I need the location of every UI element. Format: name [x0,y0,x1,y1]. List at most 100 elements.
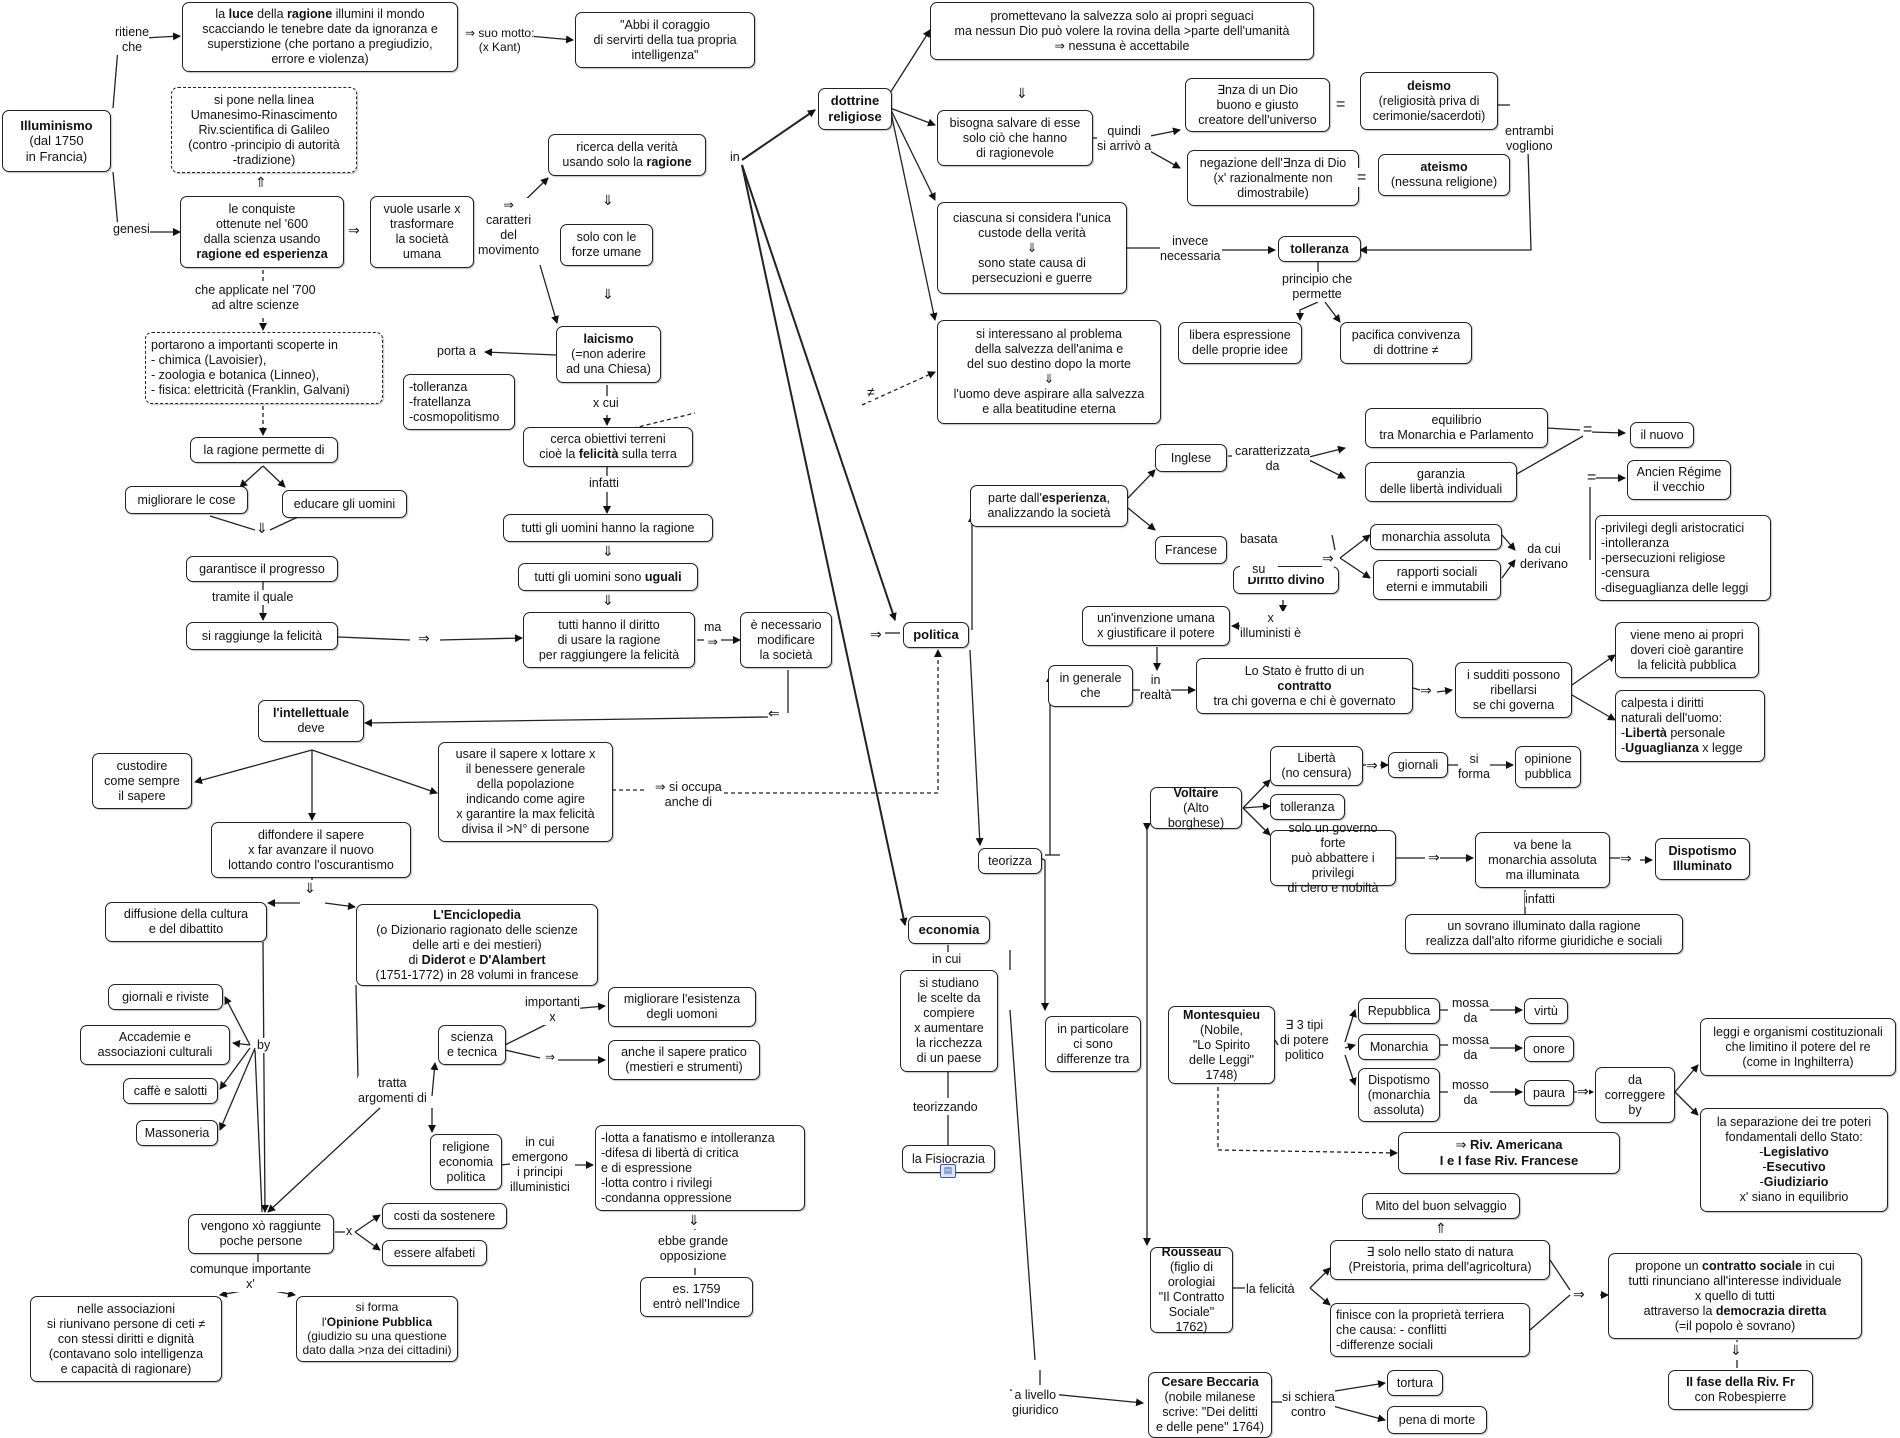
node-accademie[interactable]: Accademie e associazioni culturali [80,1025,230,1065]
node-inglese[interactable]: Inglese [1155,444,1227,472]
node-salvezza-anima[interactable]: si interessano al problema della salvezz… [937,320,1161,424]
node-diffusione-cultura[interactable]: diffusione della cultura e del dibattito [105,902,267,942]
node-libera-espressione[interactable]: libera espressione delle proprie idee [1178,322,1302,364]
node-raggiunge-felicita[interactable]: si raggiunge la felicità [186,622,338,650]
node-privilegi[interactable]: -privilegi degli aristocratici -intoller… [1595,515,1771,601]
node-abbi-coraggio[interactable]: "Abbi il coraggio di servirti della tua … [575,12,755,68]
node-francese[interactable]: Francese [1155,536,1227,564]
node-indice-1759[interactable]: es. 1759 entrò nell'Indice [640,1277,753,1317]
node-dottrine-religiose[interactable]: dottrine religiose [818,88,892,130]
node-migliorare-esistenza[interactable]: migliorare l'esistenza degli uomoni [608,987,756,1027]
node-deismo[interactable]: deismo (religiosità priva di cerimonie/s… [1360,72,1498,130]
node-ancien-regime[interactable]: Ancien Régime il vecchio [1627,460,1731,500]
node-tolleranza-v[interactable]: tolleranza [1270,794,1345,820]
node-teorizza[interactable]: teorizza [978,848,1042,874]
node-caffe-salotti[interactable]: caffè e salotti [123,1078,218,1104]
node-linea-umanesimo[interactable]: si pone nella linea Umanesimo-Rinascimen… [171,87,357,173]
document-icon[interactable]: ▤ [940,1164,956,1178]
node-alfabeti[interactable]: essere alfabeti [382,1240,487,1266]
node-felicita-terra[interactable]: cerca obiettivi terreni cioè la felicità… [523,427,693,467]
node-equilibrio[interactable]: equilibrio tra Monarchia e Parlamento [1365,408,1548,448]
node-migliorare-cose[interactable]: migliorare le cose [125,486,248,514]
node-invenzione-umana[interactable]: un'invenzione umana x giustificare il po… [1082,606,1230,646]
node-tolleranza-fratellanza[interactable]: -tolleranza -fratellanza -cosmopolitismo [403,374,515,430]
node-tortura[interactable]: tortura [1387,1370,1443,1396]
node-riv-americana[interactable]: ⇒ Riv. Americana I e I fase Riv. Frances… [1398,1132,1620,1174]
node-poche-persone[interactable]: vengono xò raggiunte poche persone [188,1214,334,1254]
node-virtu[interactable]: virtù [1524,998,1568,1024]
node-economia[interactable]: economia [908,916,990,944]
node-politica[interactable]: politica [903,622,969,648]
node-monarchia-illuminata[interactable]: va bene la monarchia assoluta ma illumin… [1475,832,1610,888]
node-si-studiano[interactable]: si studiano le scelte da compiere x aume… [900,970,998,1072]
node-onore[interactable]: onore [1524,1036,1574,1062]
node-luce-ragione[interactable]: la luce della ragione illumini il mondo … [182,2,458,72]
node-rapporti-sociali[interactable]: rapporti sociali eterni e immutabili [1373,560,1501,600]
node-separazione-poteri[interactable]: la separazione dei tre poteri fondamenta… [1700,1108,1888,1212]
node-intellettuale[interactable]: l'intellettuale deve [258,700,364,742]
node-buon-selvaggio[interactable]: Mito del buon selvaggio [1362,1193,1520,1219]
node-promettevano[interactable]: promettevano la salvezza solo ai propri … [930,2,1314,60]
node-rousseau[interactable]: Rousseau (figlio di orologiai "Il Contra… [1150,1245,1233,1334]
node-contratto-sociale[interactable]: propone un contratto sociale in cui tutt… [1608,1253,1862,1339]
node-esistenza-dio[interactable]: ∃nza di un Dio buono e giusto creatore d… [1185,78,1330,132]
node-ricerca-verita[interactable]: ricerca della verità usando solo la ragi… [548,134,706,176]
node-usare-sapere[interactable]: usare il sapere x lottare x il benessere… [438,742,613,842]
node-monarchia[interactable]: Monarchia [1358,1034,1440,1060]
node-liberta-censura[interactable]: Libertà (no censura) [1270,746,1363,786]
node-associazioni-ceti[interactable]: nelle associazioni si riunivano persone … [30,1296,222,1382]
node-ragione-permette[interactable]: la ragione permette di [190,437,338,463]
node-giornali[interactable]: giornali [1388,752,1448,778]
node-stato-natura[interactable]: ∃ solo nello stato di natura (Preistoria… [1330,1240,1550,1280]
node-laicismo[interactable]: laicismo (=non aderire ad una Chiesa) [556,326,661,383]
node-leggi-organismi[interactable]: leggi e organismi costituzionali che lim… [1700,1018,1896,1076]
node-proprieta-terriera[interactable]: finisce con la proprietà terriera che ca… [1330,1303,1530,1357]
node-viene-meno[interactable]: viene meno ai propri doveri cioè garanti… [1615,622,1759,678]
node-ii-fase-riv[interactable]: II fase della Riv. Fr con Robespierre [1668,1370,1813,1410]
node-parte-esperienza[interactable]: parte dall'esperienza, analizzando la so… [970,485,1128,527]
node-enciclopedia[interactable]: L'Enciclopedia (o Dizionario ragionato d… [356,904,598,986]
node-costi[interactable]: costi da sostenere [382,1203,507,1229]
node-stato-contratto[interactable]: Lo Stato è frutto di un contratto tra ch… [1196,658,1413,714]
node-voltaire[interactable]: Voltaire (Alto borghese) [1150,786,1242,830]
node-in-particolare[interactable]: in particolare ci sono differenze tra [1045,1016,1141,1072]
node-diritto-felicita[interactable]: tutti hanno il diritto di usare la ragio… [523,612,695,668]
node-religione-economia-politica[interactable]: religione economia politica [430,1134,502,1190]
node-repubblica[interactable]: Repubblica [1358,998,1440,1024]
node-modificare-societa[interactable]: è necessario modificare la società [740,612,832,668]
node-scienza-tecnica[interactable]: scienza e tecnica [438,1025,506,1065]
node-vuole-usarle[interactable]: vuole usarle x trasformare la società um… [370,196,474,268]
node-dispotismo-illuminato[interactable]: Dispotismo Illuminato [1655,838,1750,880]
node-lotta-fanatismo[interactable]: -lotta a fanatismo e intolleranza -difes… [595,1125,805,1211]
node-in-generale[interactable]: in generale che [1048,665,1133,707]
node-tutti-ragione[interactable]: tutti gli uomini hanno la ragione [503,514,713,542]
node-monarchia-assoluta[interactable]: monarchia assoluta [1370,524,1502,550]
node-sapere-pratico[interactable]: anche il sapere pratico (mestieri e stru… [608,1040,760,1080]
node-pena-morte[interactable]: pena di morte [1387,1406,1487,1434]
node-pacifica-convivenza[interactable]: pacifica convivenza di dottrine ≠ [1340,322,1472,364]
node-tolleranza[interactable]: tolleranza [1278,236,1361,262]
node-forze-umane[interactable]: solo con le forze umane [560,224,653,266]
node-garantisce-progresso[interactable]: garantisce il progresso [186,556,338,582]
node-dispotismo[interactable]: Dispotismo (monarchia assoluta) [1358,1068,1440,1122]
node-negazione-dio[interactable]: negazione dell'∃nza di Dio (x' razionalm… [1187,150,1359,206]
node-salvare-ragionevole[interactable]: bisogna salvare di esse solo ciò che han… [937,110,1093,166]
node-opinione-pubblica[interactable]: si forma l'Opinione Pubblica (giudizio s… [296,1296,458,1362]
node-diffondere-sapere[interactable]: diffondere il sapere x far avanzare il n… [211,822,411,878]
node-educare-uomini[interactable]: educare gli uomini [282,490,407,518]
node-il-nuovo[interactable]: il nuovo [1630,422,1694,448]
node-sudditi-ribellarsi[interactable]: i sudditi possono ribellarsi se chi gove… [1455,662,1572,718]
node-ateismo[interactable]: ateismo (nessuna religione) [1378,154,1510,196]
node-scoperte[interactable]: portarono a importanti scoperte in - chi… [145,332,383,404]
node-calpesta-diritti[interactable]: calpesta i diritti naturali dell'uomo: -… [1615,690,1765,762]
node-massoneria[interactable]: Massoneria [136,1120,218,1146]
node-conquiste[interactable]: le conquiste ottenute nel '600 dalla sci… [180,196,344,268]
node-montesquieu[interactable]: Montesquieu (Nobile, "Lo Spirito delle L… [1168,1006,1275,1084]
node-garanzia-liberta[interactable]: garanzia delle libertà individuali [1365,462,1517,502]
node-tutti-uguali[interactable]: tutti gli uomini sono uguali [518,563,698,591]
node-giornali-riviste[interactable]: giornali e riviste [108,984,223,1010]
node-sovrano-illuminato[interactable]: un sovrano illuminato dalla ragione real… [1405,914,1683,954]
node-governo-forte[interactable]: solo un governo forte può abbattere i pr… [1270,821,1396,895]
node-custodire-sapere[interactable]: custodire come sempre il sapere [92,753,192,809]
node-opinione-pubblica-v[interactable]: opinione pubblica [1515,746,1581,788]
